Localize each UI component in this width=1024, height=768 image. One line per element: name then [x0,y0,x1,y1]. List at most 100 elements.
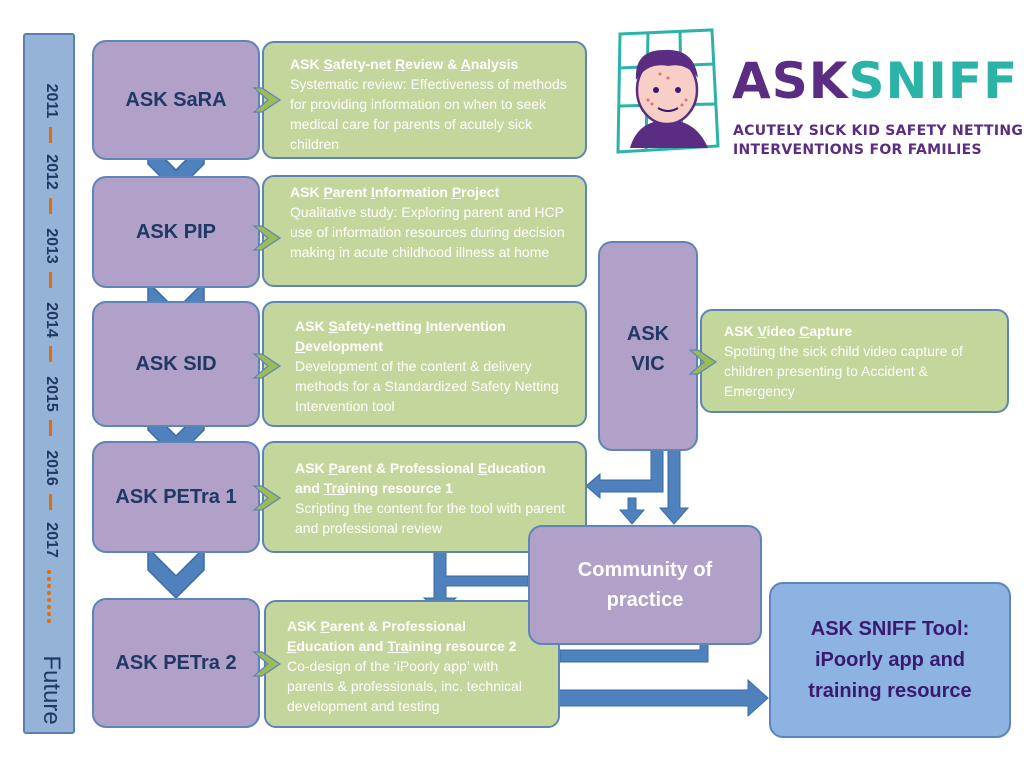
desc-text: Spotting the sick child video capture of… [724,343,963,399]
timeline-tick [49,127,52,143]
title-underlined-letter: P [328,460,338,476]
desc-box-vic: ASK Video Capture Spotting the sick chil… [700,309,1009,413]
project-label: ASK PETra 1 [115,485,237,508]
title-underlined-letter: S [323,56,333,72]
community-of-practice-box: Community of practice [528,525,762,645]
title-underlined-letter: C [799,323,810,339]
title-text: ASK [287,618,321,634]
title-underlined-letter: I [370,184,375,200]
desc-title: ASK Parent & Professional Education and … [295,458,565,498]
title-underlined-letter: S [328,318,338,334]
desc-box-pip: ASK Parent Information Project Qualitati… [262,175,587,287]
desc-text: Co-design of the ‘iPoorly app’ with pare… [287,658,523,714]
logo-ask: ASK [732,52,849,110]
timeline-dots [46,570,52,626]
vic-label-line2: VIC [631,353,665,375]
desc-box-sara: ASK Safety-net Review & Analysis Systema… [262,41,587,159]
desc-box-sid: ASK Safety-netting Intervention Developm… [262,301,587,427]
title-text: nformation [374,184,452,200]
desc-title: ASK Safety-net Review & Analysis [290,54,569,74]
title-underlined-letter: V [757,323,767,339]
desc-text: Scripting the content for the tool with … [295,500,566,536]
project-label: ASK SaRA [125,88,227,111]
title-text: ideo [766,323,800,339]
logo-subtitle-2: INTERVENTIONS FOR FAMILIES [733,142,982,158]
asksniff-tool-box: ASK SNIFF Tool: iPoorly app and training… [769,582,1011,738]
pointer-chevron [252,87,282,113]
title-underlined-letter: E [477,460,488,476]
child-face-icon [616,28,720,154]
tool-line2: iPoorly app and [814,648,966,671]
title-underlined-letter: D [295,338,306,354]
title-underlined-letter: E [287,638,297,654]
title-text: ducation and [295,460,546,496]
desc-box-petra2: ASK Parent & Professional Education and … [264,600,560,728]
title-text: arent & Professional [337,460,478,476]
project-box-petra2: ASK PETra 2 [92,598,260,728]
title-text: roject [461,184,500,200]
title-text: evelopment [305,338,383,354]
pointer-chevron [252,225,282,251]
desc-text: Systematic review: Effectiveness of meth… [290,76,567,152]
community-line2: practice [606,589,684,611]
title-underlined-letter: Tra [387,638,409,654]
title-underlined-letter: Tra [323,480,345,496]
title-text: ducation and [296,638,388,654]
desc-text: Development of the content & delivery me… [295,358,559,414]
title-underlined-letter: R [395,56,406,72]
title-text: afety-netting [337,318,426,334]
arrow-vic-to-petra1 [585,449,664,500]
vic-label-line1: ASK [626,323,670,345]
title-underlined-letter: P [320,618,330,634]
logo-subtitle-1: ACUTELY SICK KID SAFETY NETTING [733,123,1024,139]
pointer-chevron [252,651,282,677]
project-label: ASK PETra 2 [115,651,237,674]
arrow-petra2-to-tool [557,678,769,718]
arrow-branch-to-community [618,497,646,525]
title-text: arent & Professional [329,618,466,634]
timeline-tick [49,346,52,362]
title-underlined-letter: I [425,318,430,334]
title-text: ining resource 1 [344,480,453,496]
title-text: afety-net [332,56,396,72]
project-label: ASK SID [135,352,217,375]
title-text: ASK [295,318,329,334]
project-box-petra1: ASK PETra 1 [92,441,260,553]
timeline-tick [49,494,52,510]
timeline-bar: 2011 2012 2013 2014 2015 2016 2017 Futur… [23,33,75,734]
desc-text: Qualitative study: Exploring parent and … [290,204,565,260]
logo-wordmark: ASKSNIFF [732,56,1018,106]
project-label: ASK PIP [135,220,217,243]
pointer-chevron [252,485,282,511]
project-box-vic: ASK VIC [598,241,698,451]
project-box-pip: ASK PIP [92,176,260,288]
community-line1: Community of [577,559,713,581]
chevron-petra1-petra2 [147,546,205,600]
project-box-sid: ASK SID [92,301,260,427]
title-text: ASK [295,460,329,476]
title-text: ASK [724,323,758,339]
title-underlined-letter: A [460,56,471,72]
timeline-tick [49,420,52,436]
title-underlined-letter: P [451,184,462,200]
title-text: ASK [290,56,324,72]
desc-title: ASK Video Capture [724,321,993,341]
timeline-tick [49,198,52,214]
title-underlined-letter: P [323,184,333,200]
title-text: eview & [405,56,461,72]
desc-title: ASK Safety-netting Intervention Developm… [295,316,535,356]
title-text: ntervention [429,318,506,334]
tool-line3: training resource [808,679,972,702]
title-text: nalysis [470,56,519,72]
desc-title: ASK Parent Information Project [290,182,569,202]
title-text: ASK [290,184,324,200]
logo-sniff: SNIFF [848,52,1019,110]
arrow-vic-to-community [658,449,690,525]
pointer-chevron [252,353,282,379]
project-box-sara: ASK SaRA [92,40,260,160]
pointer-chevron [688,349,718,375]
title-text: arent [332,184,371,200]
timeline-tick [49,272,52,288]
title-text: apture [809,323,853,339]
